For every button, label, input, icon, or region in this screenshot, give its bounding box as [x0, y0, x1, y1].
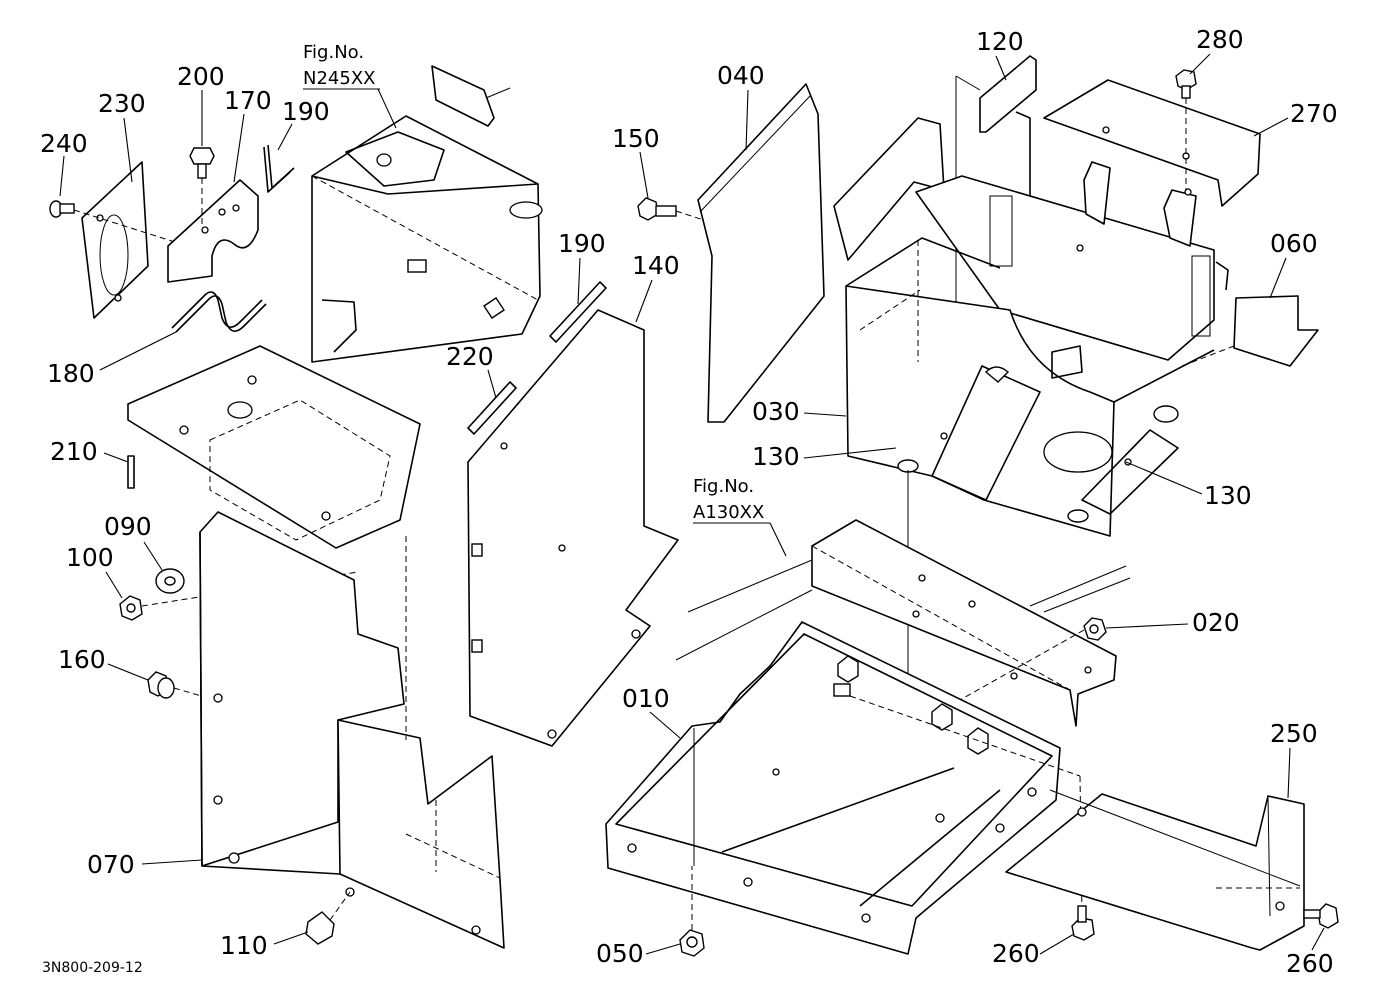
part-label: 210: [50, 437, 98, 466]
figure-ref-a130xx: Fig.No. A130XX: [693, 476, 787, 557]
part-label: 130: [1204, 481, 1252, 510]
part-label: 150: [612, 124, 660, 153]
part-190-rod: [549, 281, 607, 343]
part-label: 040: [717, 61, 765, 90]
part-label: 260: [1286, 949, 1334, 978]
part-250-bracket: [1005, 789, 1305, 951]
part-140-panel: [467, 309, 679, 747]
part-label: 220: [446, 342, 494, 371]
part-010-base: [605, 621, 1083, 955]
part-label: 270: [1290, 99, 1338, 128]
part-label: 180: [47, 359, 95, 388]
part-060-bracket: [1181, 295, 1319, 367]
part-label: 030: [752, 397, 800, 426]
part-label: 190: [282, 97, 330, 126]
part-230-plate: [81, 161, 149, 319]
part-090-washer: [155, 568, 185, 594]
part-label: 240: [40, 129, 88, 158]
part-label: 280: [1196, 25, 1244, 54]
part-050-nut: [679, 866, 705, 957]
part-label: 050: [596, 939, 644, 968]
figure-ref-n245xx: Fig.No. N245XX: [303, 42, 397, 129]
part-label: 060: [1270, 229, 1318, 258]
part-label: 160: [58, 645, 106, 674]
part-label: 260: [992, 939, 1040, 968]
frame-a130xx: [675, 519, 1131, 727]
figure-ref-number: N245XX: [303, 68, 375, 89]
part-270-bracket: [1043, 79, 1261, 247]
drawing-code: 3N800-209-12: [42, 960, 143, 976]
part-070-panel: [199, 511, 505, 949]
part-label: 250: [1270, 719, 1318, 748]
part-labels: 240 230 200 170 190 180 210 090 100 160 …: [40, 25, 1338, 978]
top-plate: [127, 345, 421, 549]
part-label: 190: [558, 229, 606, 258]
part-040-plate: [697, 83, 825, 423]
part-110-bolt: [305, 891, 351, 945]
part-label: 120: [976, 27, 1024, 56]
part-label: 020: [1192, 608, 1240, 637]
part-170-bracket: [167, 179, 259, 283]
figure-ref-label: Fig.No.: [303, 42, 364, 63]
part-260-bolt-a: [1071, 905, 1095, 941]
part-240-screw: [49, 200, 179, 244]
part-020-nut: [959, 617, 1107, 701]
part-label: 140: [632, 251, 680, 280]
part-label: 090: [104, 512, 152, 541]
part-200-bolt: [189, 147, 215, 225]
part-label: 070: [87, 850, 135, 879]
part-label: 200: [177, 62, 225, 91]
main-cover-n245xx: [311, 65, 543, 363]
part-210-pin: [127, 455, 135, 489]
part-label: 170: [224, 86, 272, 115]
part-190-clip: [263, 144, 295, 193]
part-180-spring: [171, 291, 267, 333]
part-label: 230: [98, 89, 146, 118]
part-label: 130: [752, 442, 800, 471]
part-label: 010: [622, 684, 670, 713]
part-280-bolt: [1175, 69, 1197, 190]
part-260-bolt-b: [1303, 903, 1339, 929]
figure-ref-label: Fig.No.: [693, 476, 754, 497]
figure-ref-number: A130XX: [693, 502, 764, 523]
part-label: 110: [220, 931, 268, 960]
part-030-tray: [833, 111, 1229, 690]
part-label: 100: [66, 543, 114, 572]
